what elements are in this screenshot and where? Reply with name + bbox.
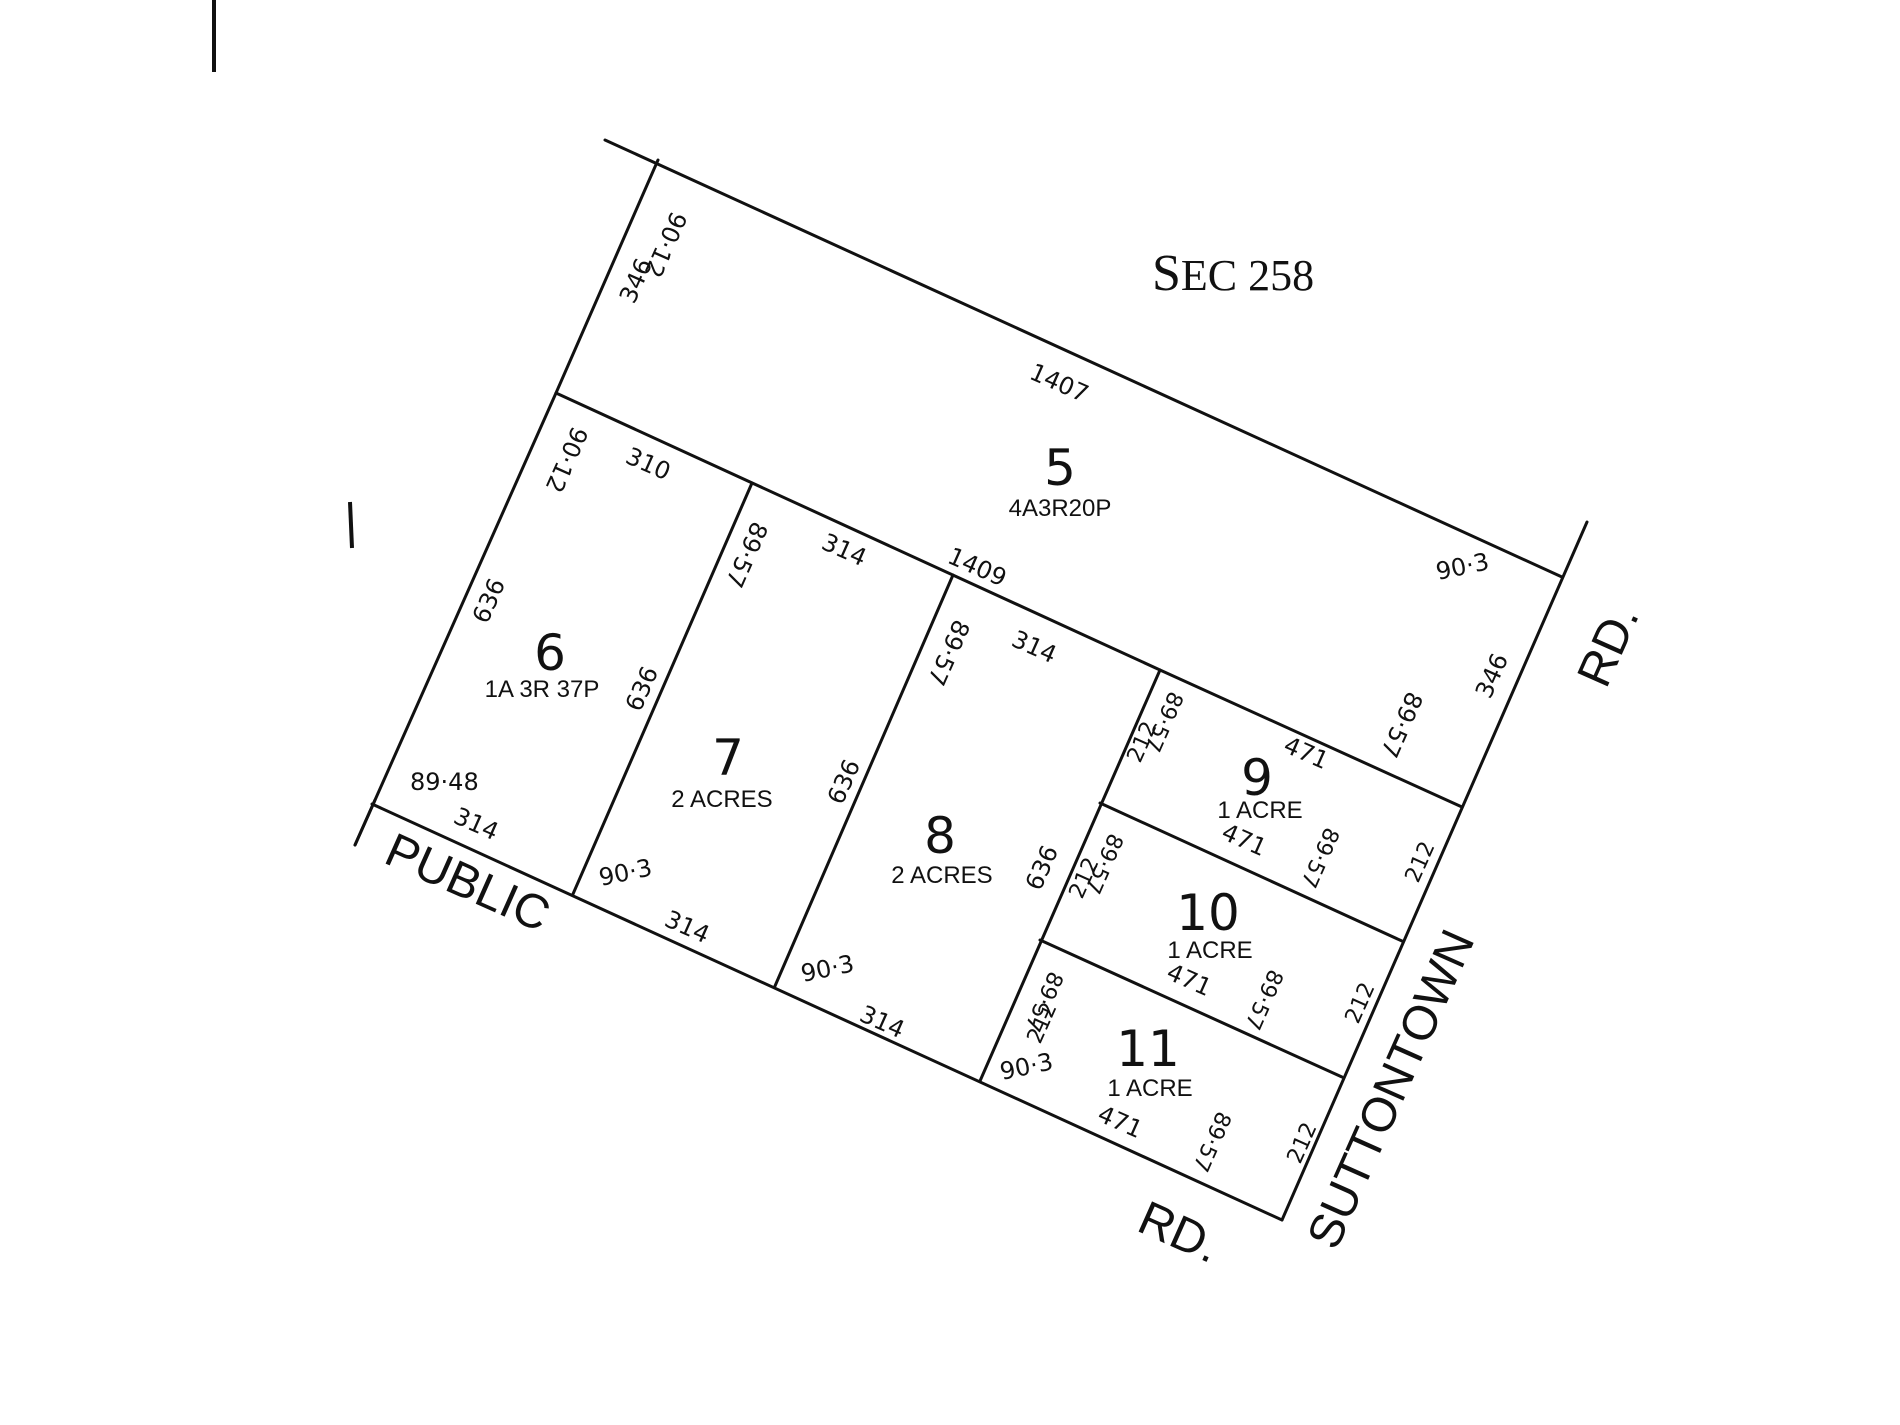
- lot-8-number: 8: [924, 807, 956, 865]
- boundary-lot7-8: [773, 573, 955, 988]
- dimension-label: 314: [661, 905, 714, 949]
- boundary-west-upper: [554, 158, 660, 395]
- boundary-south: [370, 802, 1284, 1222]
- dimension-label: 314: [1008, 625, 1061, 669]
- lot-7-number: 7: [712, 729, 744, 787]
- boundary-lot8-9: [978, 668, 1162, 1083]
- boundary-west-lower: [353, 391, 558, 847]
- dimension-label: 212: [1401, 838, 1441, 887]
- lot-5-number: 5: [1044, 439, 1076, 497]
- dimension-label: 89·57: [1239, 966, 1287, 1034]
- boundary-lot9-10: [1098, 801, 1404, 943]
- lot-11-area: 1 ACRE: [1107, 1075, 1192, 1102]
- dimension-label: 471: [1163, 958, 1216, 1002]
- lot-6-number: 6: [534, 624, 566, 682]
- section-label: SEC 258: [1152, 245, 1314, 302]
- dimension-label: 636: [822, 755, 866, 808]
- lot-6-area: 1A 3R 37P: [485, 676, 600, 703]
- dimension-label: 636: [1020, 841, 1064, 894]
- boundary-west-tick: [353, 798, 377, 847]
- boundary-lot9-top: [1158, 668, 1464, 809]
- dimension-label: 1407: [1026, 358, 1093, 408]
- boundary-lot5-south: [554, 391, 1162, 672]
- lot-8-area: 2 ACRES: [891, 862, 992, 889]
- edge-mark: [348, 501, 354, 549]
- dimension-label: 314: [450, 802, 503, 846]
- lot-5-area: 4A3R20P: [1009, 495, 1112, 522]
- boundary-lot6-7: [571, 481, 754, 896]
- dimension-label: 90·3: [798, 949, 856, 987]
- dimension-label: 89·57: [720, 518, 774, 592]
- dimension-label: 310: [622, 442, 675, 486]
- dimension-label: 636: [467, 574, 511, 627]
- dimension-label: 636: [620, 662, 664, 715]
- dimension-label: 346: [1470, 649, 1514, 702]
- lot-7-area: 2 ACRES: [671, 786, 772, 813]
- dimension-label: 90·3: [596, 853, 654, 891]
- dimension-label: 89·57: [1187, 1108, 1235, 1176]
- road-suttontown-rd: RD.: [1568, 597, 1650, 694]
- dimension-label: 90·3: [1433, 547, 1491, 585]
- lot-10-area: 1 ACRE: [1167, 937, 1252, 964]
- boundary-north: [603, 138, 1564, 579]
- boundary-lines: [353, 138, 1589, 1222]
- boundary-lot10-11: [1038, 938, 1344, 1079]
- dimension-label: 89·57: [1295, 824, 1343, 892]
- lot-11-number: 11: [1116, 1020, 1180, 1078]
- road-public: PUBLIC: [378, 824, 558, 943]
- dimension-label: 89·48: [410, 768, 479, 796]
- boundary-east: [1280, 520, 1589, 1222]
- lot-10-number: 10: [1176, 884, 1240, 942]
- dimension-label: 90·3: [997, 1047, 1055, 1085]
- dimension-label: 471: [1280, 731, 1333, 775]
- lot-9-area: 1 ACRE: [1217, 797, 1302, 824]
- lot-9-number: 9: [1241, 749, 1273, 807]
- dimension-label: 471: [1218, 818, 1271, 862]
- road-public-rd: RD.: [1131, 1192, 1228, 1274]
- dimension-label: 89·57: [1375, 688, 1429, 762]
- dimension-label: 90·12: [540, 423, 594, 497]
- dimension-label: 90·12: [639, 208, 693, 282]
- dimension-label: 212: [1341, 979, 1381, 1028]
